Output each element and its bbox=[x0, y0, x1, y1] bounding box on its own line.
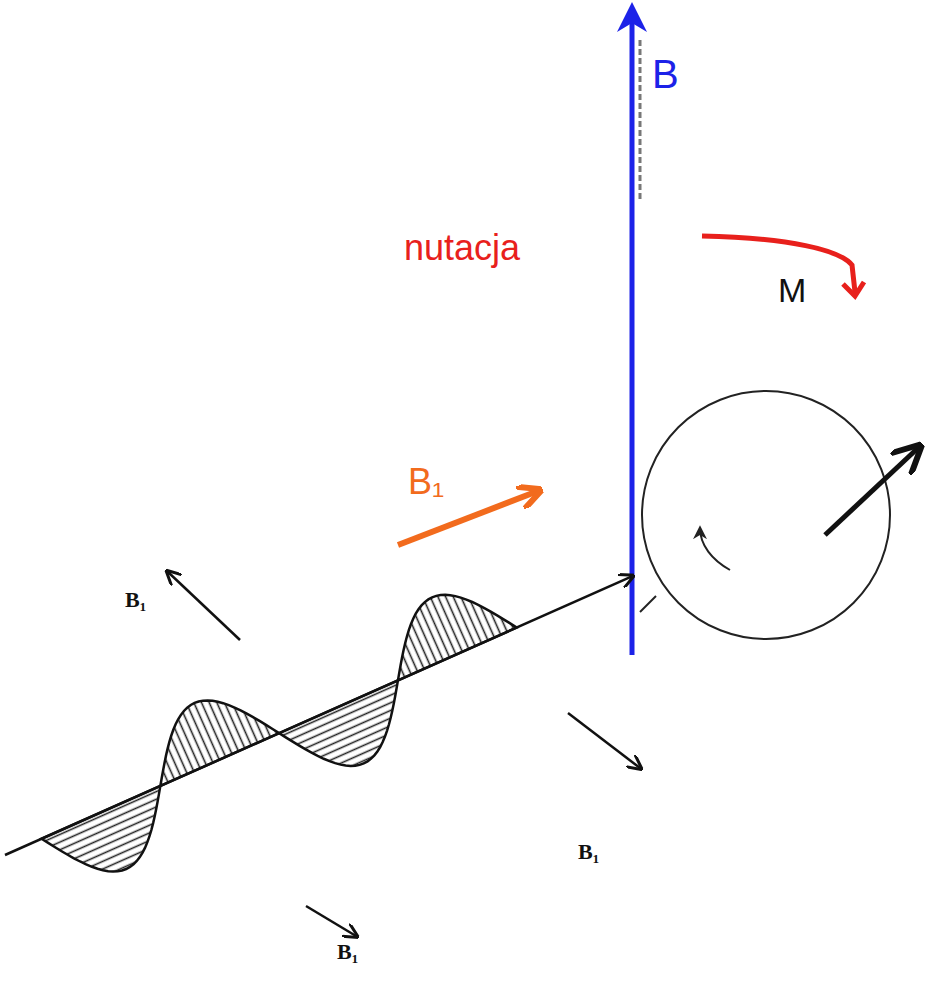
nutation-arrow-head bbox=[843, 282, 864, 296]
field-label: B₁ bbox=[337, 940, 358, 964]
magnetization-vector bbox=[825, 448, 918, 535]
field-label: B₁ bbox=[408, 462, 444, 502]
field-arrow bbox=[168, 572, 240, 640]
field-label: B bbox=[652, 52, 679, 96]
field-label: B₁ bbox=[578, 840, 599, 864]
motion-label: nutacja bbox=[404, 228, 520, 268]
field-arrow bbox=[568, 713, 640, 768]
circle-stem bbox=[640, 596, 656, 612]
field-arrow bbox=[306, 906, 356, 936]
rotation-arrow bbox=[700, 528, 730, 570]
vector-label: M bbox=[778, 272, 806, 309]
wave-lobe bbox=[42, 786, 186, 895]
wave-lobe bbox=[135, 677, 279, 786]
field-axis bbox=[630, 8, 635, 655]
rf-wave bbox=[0, 520, 657, 912]
dashed-axis bbox=[639, 40, 642, 200]
precession-circle bbox=[642, 391, 890, 639]
wave-lobe bbox=[279, 680, 423, 789]
field-label: B₁ bbox=[125, 588, 146, 612]
propagation-axis bbox=[5, 576, 632, 855]
wave-lobe bbox=[373, 571, 517, 680]
